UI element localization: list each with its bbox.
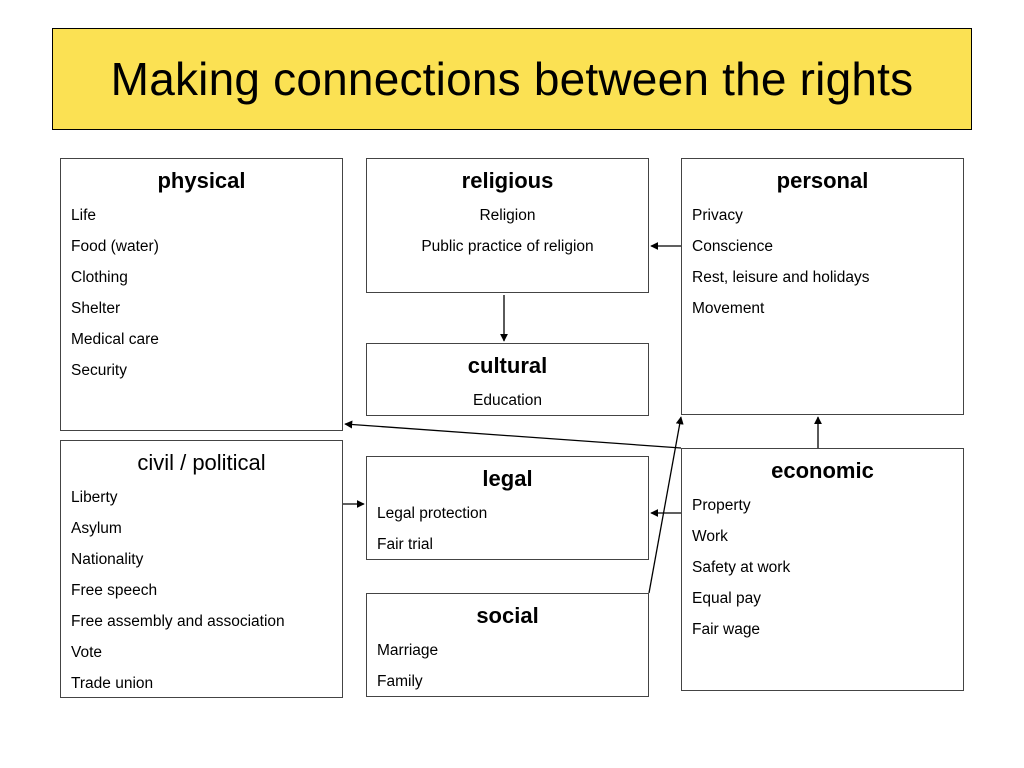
box-heading: physical <box>157 168 246 193</box>
box-heading: personal <box>776 168 869 193</box>
list-item: Food (water) <box>71 238 159 255</box>
box-heading: religious <box>461 168 554 193</box>
arrow-economic-to-physical <box>344 420 682 449</box>
list-item: Privacy <box>692 207 743 224</box>
list-item: Rest, leisure and holidays <box>692 269 870 286</box>
box-physical: physical Life Food (water) Clothing Shel… <box>60 158 343 431</box>
box-personal: personal Privacy Conscience Rest, leisur… <box>681 158 964 415</box>
list-item: Vote <box>71 644 103 661</box>
list-item: Fair trial <box>377 536 433 553</box>
box-heading: cultural <box>467 353 548 378</box>
box-social: social Marriage Family <box>366 593 649 697</box>
list-item: Movement <box>692 300 765 317</box>
box-legal: legal Legal protection Fair trial <box>366 456 649 560</box>
list-item: Nationality <box>71 551 144 568</box>
list-item: Security <box>71 362 127 379</box>
list-item: Religion <box>479 207 536 224</box>
list-item: Property <box>692 497 751 514</box>
list-item: Safety at work <box>692 559 791 576</box>
list-item: Liberty <box>71 489 118 506</box>
box-religious: religious Religion Public practice of re… <box>366 158 649 293</box>
list-item: Education <box>473 392 542 409</box>
list-item: Conscience <box>692 238 773 255</box>
list-item: Free assembly and association <box>71 613 285 630</box>
list-item: Asylum <box>71 520 122 537</box>
box-cultural: cultural Education <box>366 343 649 416</box>
box-civil-political: civil / political Liberty Asylum Nationa… <box>60 440 343 698</box>
list-item: Trade union <box>71 675 154 692</box>
box-heading: social <box>476 603 539 628</box>
box-economic: economic Property Work Safety at work Eq… <box>681 448 964 691</box>
box-heading: legal <box>482 466 533 491</box>
arrow-social-to-personal <box>648 416 684 594</box>
list-item: Medical care <box>71 331 159 348</box>
box-heading: civil / political <box>137 450 266 475</box>
title-banner: Making connections between the rights <box>52 28 972 130</box>
list-item: Family <box>377 673 423 690</box>
list-item: Work <box>692 528 728 545</box>
list-item: Free speech <box>71 582 158 599</box>
box-heading: economic <box>771 458 874 483</box>
list-item: Life <box>71 207 96 224</box>
list-item: Legal protection <box>377 505 488 522</box>
slide-title: Making connections between the rights <box>110 53 914 105</box>
list-item: Clothing <box>71 269 128 286</box>
list-item: Public practice of religion <box>421 238 594 255</box>
list-item: Marriage <box>377 642 439 659</box>
list-item: Shelter <box>71 300 121 317</box>
list-item: Fair wage <box>692 621 761 638</box>
list-item: Equal pay <box>692 590 761 607</box>
